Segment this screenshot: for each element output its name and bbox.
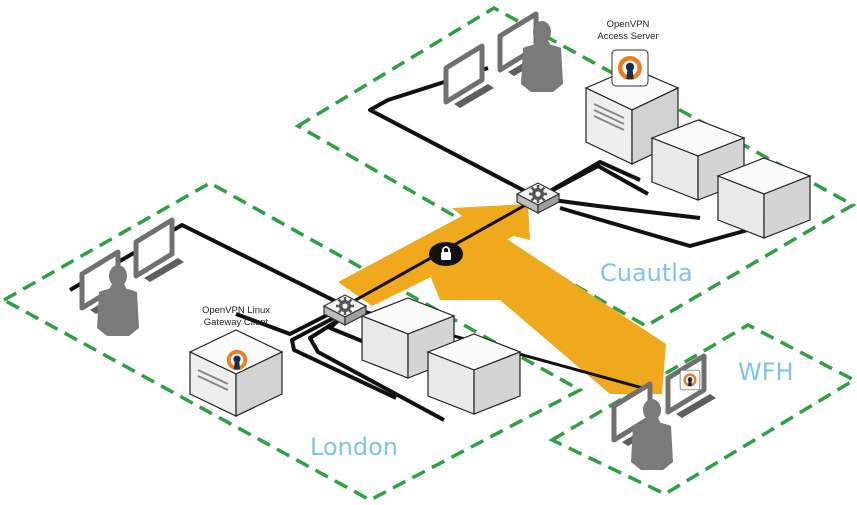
- access-server-openvpn-logo-icon: [611, 49, 649, 87]
- cuautla-server-2: [717, 157, 811, 239]
- gateway-client: [188, 329, 284, 417]
- zone-london-border: [0, 180, 584, 502]
- zone-cuautla-border: [294, 5, 857, 329]
- tunnel-arrow-to-wfh: [420, 220, 666, 394]
- access-server-label-line2: Access Server: [597, 31, 658, 42]
- cuautla-workstation-monitor-left: [446, 46, 494, 108]
- zone-label-cuautla: Cuautla: [600, 259, 693, 287]
- access-server-label-line1: OpenVPN: [607, 19, 650, 30]
- london-server-2: [427, 333, 521, 415]
- wfh-openvpn-logo-icon: [679, 369, 701, 391]
- zone-label-wfh: WFH: [738, 358, 794, 386]
- zone-label-london: London: [310, 433, 398, 461]
- gateway-openvpn-logo-icon: [225, 348, 249, 372]
- gateway-label-line1: OpenVPN Linux: [202, 305, 270, 316]
- gateway-label-line2: Gateway Client: [204, 317, 269, 328]
- lock-icon: [429, 242, 463, 266]
